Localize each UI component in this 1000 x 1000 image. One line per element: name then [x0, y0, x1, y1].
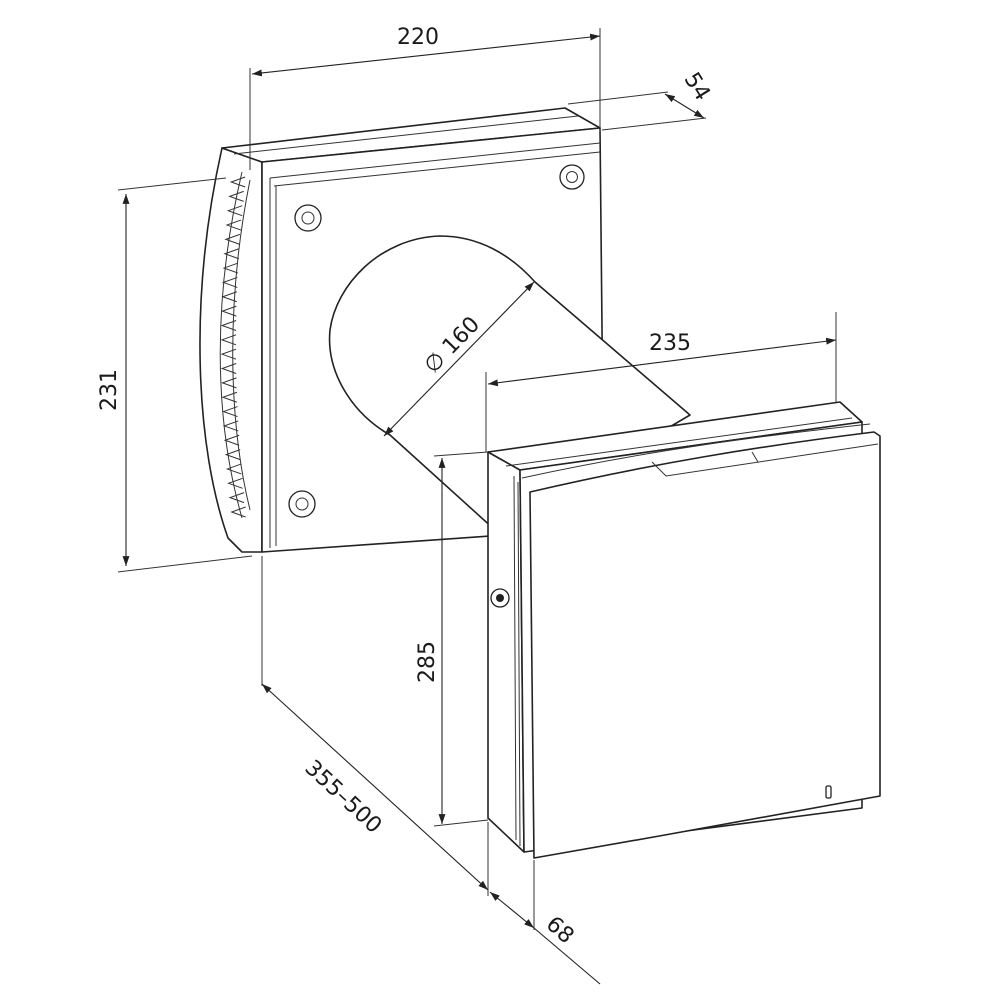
grille-slats — [220, 176, 246, 518]
front-unit-cover — [529, 431, 881, 859]
grille-slat — [221, 276, 238, 288]
grille-slat — [222, 406, 238, 418]
dim-label-width-top: 220 — [397, 25, 439, 50]
grille-slat — [220, 305, 237, 317]
dim-label-height-left: 231 — [97, 369, 122, 411]
dim-label-width-front: 235 — [649, 331, 691, 356]
grille-slat — [227, 477, 243, 489]
screw-icon — [294, 204, 322, 232]
grille-slat — [220, 320, 237, 331]
control-knob-icon — [490, 588, 510, 608]
dim-line-width-top — [251, 33, 601, 77]
dim-line-depth-front — [489, 891, 535, 929]
dim-line-depth-top — [664, 93, 705, 119]
front-cover-unit — [487, 401, 881, 859]
grille-slat — [220, 363, 237, 374]
back-plate-grille — [199, 147, 263, 553]
grille-slat — [221, 377, 237, 389]
grille-slat — [221, 391, 238, 403]
dim-label-depth-top: 54 — [679, 68, 715, 105]
dim-line-length — [261, 683, 489, 891]
grille-slat — [224, 449, 241, 461]
grille-slat — [220, 334, 237, 346]
grille-slat — [228, 492, 245, 504]
grille-slat — [229, 176, 246, 188]
screw-icon — [559, 164, 585, 190]
grille-slat — [223, 248, 240, 260]
grille-slat — [223, 434, 240, 446]
grille-slat — [224, 233, 241, 245]
dim-line-diameter — [383, 281, 535, 437]
grille-slat — [221, 291, 237, 303]
grille-slat — [225, 463, 242, 475]
dim-line-width-front — [487, 337, 837, 387]
grille-slat — [222, 262, 239, 274]
grille-slat — [222, 420, 239, 432]
dim-label-length: 355–500 — [300, 756, 387, 839]
grille-slat — [225, 219, 242, 231]
grille-slat — [226, 205, 243, 217]
dimension-lines — [122, 33, 837, 985]
screw-icon — [288, 490, 316, 518]
indicator-light-icon — [825, 785, 832, 799]
grille-slat — [220, 348, 237, 360]
grille-slat — [230, 506, 246, 518]
dim-label-height-front: 285 — [415, 641, 440, 683]
grille-slat — [228, 190, 244, 202]
dim-label-depth-front: 68 — [541, 912, 579, 949]
